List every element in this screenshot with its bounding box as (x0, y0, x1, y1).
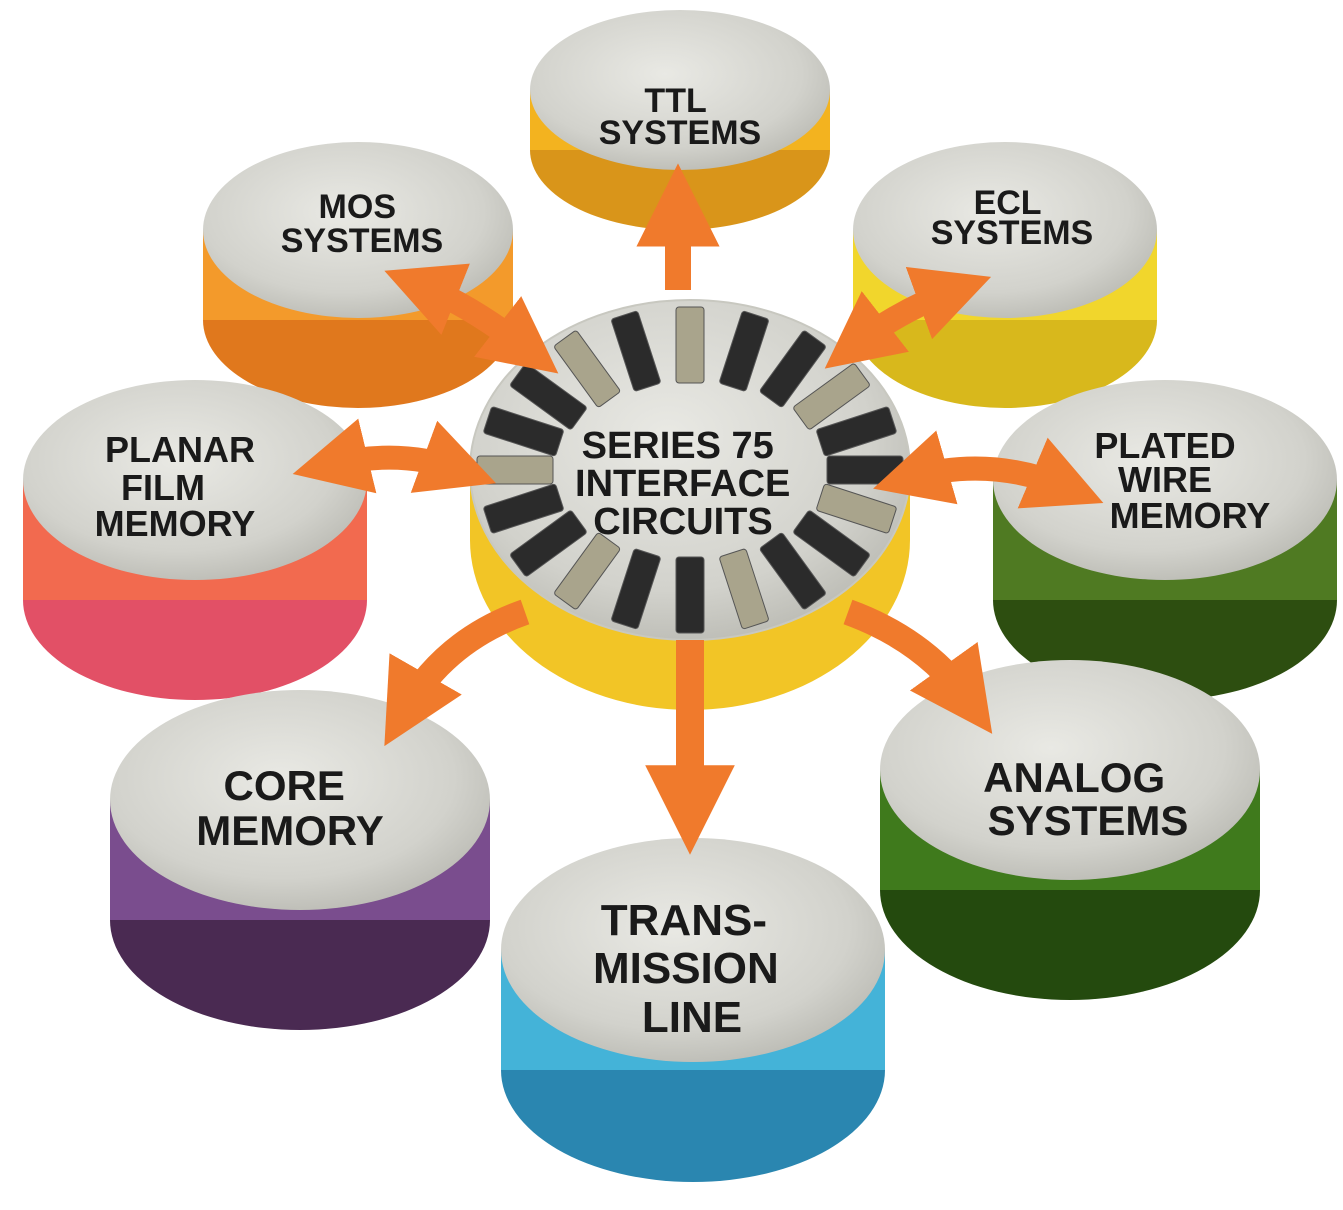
ic-chip (676, 307, 704, 383)
node-core-memory: CORE MEMORY (110, 690, 490, 1030)
hub-label: SERIES 75 INTERFACE CIRCUITS (575, 425, 801, 543)
ic-chip (827, 456, 903, 484)
arrow-hub-to-analog (848, 612, 968, 700)
arrow-plated-to-hub (910, 469, 1068, 488)
node-ttl-systems: TTL SYSTEMS (530, 10, 830, 230)
node-label: ANALOG SYSTEMS (983, 754, 1188, 844)
ic-chip (676, 557, 704, 633)
node-analog-systems: ANALOG SYSTEMS (880, 660, 1260, 1000)
node-planar-film-memory: PLANAR FILM MEMORY (23, 380, 367, 700)
node-mos-systems: MOS SYSTEMS (203, 142, 513, 408)
arrow-hub-to-core (405, 612, 525, 710)
arrow-planar-to-hub (330, 458, 460, 470)
node-plated-wire-memory: PLATED WIRE MEMORY (993, 380, 1337, 700)
node-transmission-line: TRANS- MISSION LINE (501, 838, 885, 1182)
node-ecl-systems: ECL SYSTEMS (853, 142, 1157, 408)
node-label: CORE MEMORY (196, 762, 383, 854)
ic-chip (477, 456, 553, 484)
